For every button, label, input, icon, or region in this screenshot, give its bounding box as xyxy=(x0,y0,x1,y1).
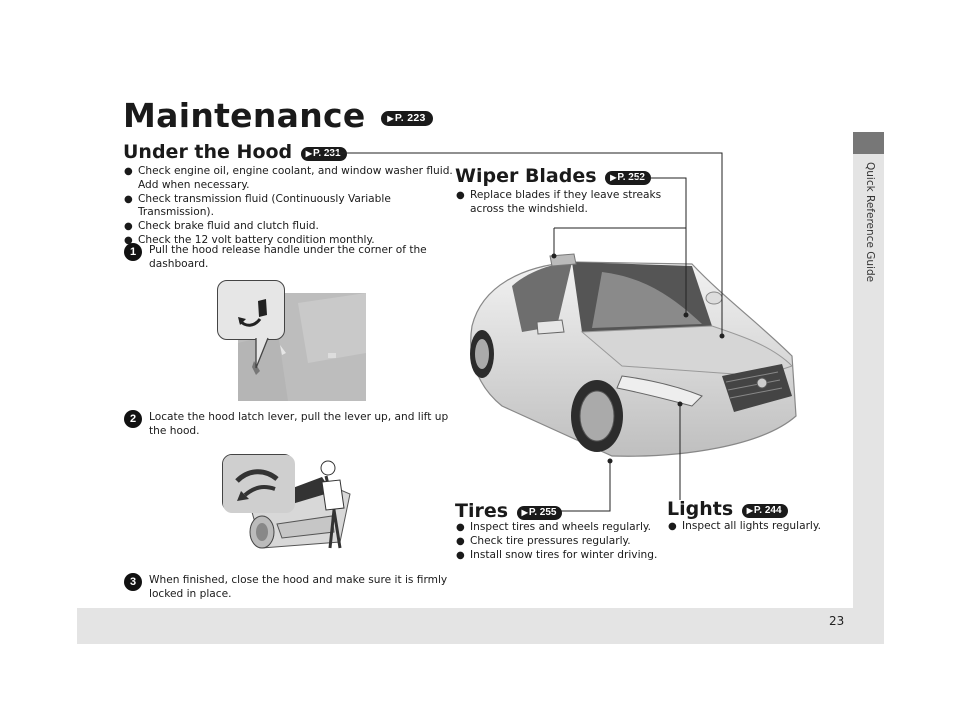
tires-ref-link[interactable]: ▶P. 255 xyxy=(516,506,563,520)
ref-arrow-icon: ▶ xyxy=(746,506,753,515)
step-number-badge: 2 xyxy=(124,410,142,428)
hood-latch-lever-icon xyxy=(223,455,295,513)
under-the-hood-checklist: Check engine oil, engine coolant, and wi… xyxy=(124,165,454,248)
ref-arrow-icon: ▶ xyxy=(387,114,394,123)
step-number-badge: 1 xyxy=(124,243,142,261)
list-item: Install snow tires for winter driving. xyxy=(456,549,676,563)
step-1: 1 Pull the hood release handle under the… xyxy=(124,243,454,272)
hood-open-illustration xyxy=(249,460,351,549)
step-number-badge: 3 xyxy=(124,573,142,591)
list-item: Replace blades if they leave streaksacro… xyxy=(456,189,676,217)
list-item: Inspect tires and wheels regularly. xyxy=(456,521,676,535)
tires-title: Tires ▶P. 255 xyxy=(455,500,563,522)
list-item: Check the 12 volt battery condition mont… xyxy=(124,234,454,248)
lights-checklist: Inspect all lights regularly. xyxy=(668,520,838,534)
page-title: Maintenance ▶P. 223 xyxy=(123,96,433,135)
hood-release-handle-icon xyxy=(238,299,267,327)
list-item: Check transmission fluid (Continuously V… xyxy=(124,193,454,221)
inset-callout-pointer xyxy=(255,337,269,369)
page-number: 23 xyxy=(829,614,845,628)
hood-release-inset xyxy=(217,280,285,340)
step-3: 3 When finished, close the hood and make… xyxy=(124,573,454,602)
lights-ref-link[interactable]: ▶P. 244 xyxy=(741,504,788,518)
list-item: Inspect all lights regularly. xyxy=(668,520,838,534)
ref-arrow-icon: ▶ xyxy=(305,149,312,158)
list-item: Check tire pressures regularly. xyxy=(456,535,676,549)
hood-latch-inset xyxy=(222,454,295,513)
page-title-text: Maintenance xyxy=(123,96,366,135)
page-ref-link[interactable]: ▶P. 223 xyxy=(381,111,433,126)
list-item: Check engine oil, engine coolant, and wi… xyxy=(124,165,454,193)
tires-checklist: Inspect tires and wheels regularly. Chec… xyxy=(456,521,676,562)
ref-arrow-icon: ▶ xyxy=(521,508,528,517)
step-2: 2 Locate the hood latch lever, pull the … xyxy=(124,410,454,439)
section-tab-marker xyxy=(853,132,884,154)
lights-title: Lights ▶P. 244 xyxy=(667,498,788,520)
ref-arrow-icon: ▶ xyxy=(610,173,617,182)
list-item: Check brake fluid and clutch fluid. xyxy=(124,220,454,234)
car-illustration xyxy=(470,253,797,457)
wiper-blades-checklist: Replace blades if they leave streaksacro… xyxy=(456,189,676,217)
